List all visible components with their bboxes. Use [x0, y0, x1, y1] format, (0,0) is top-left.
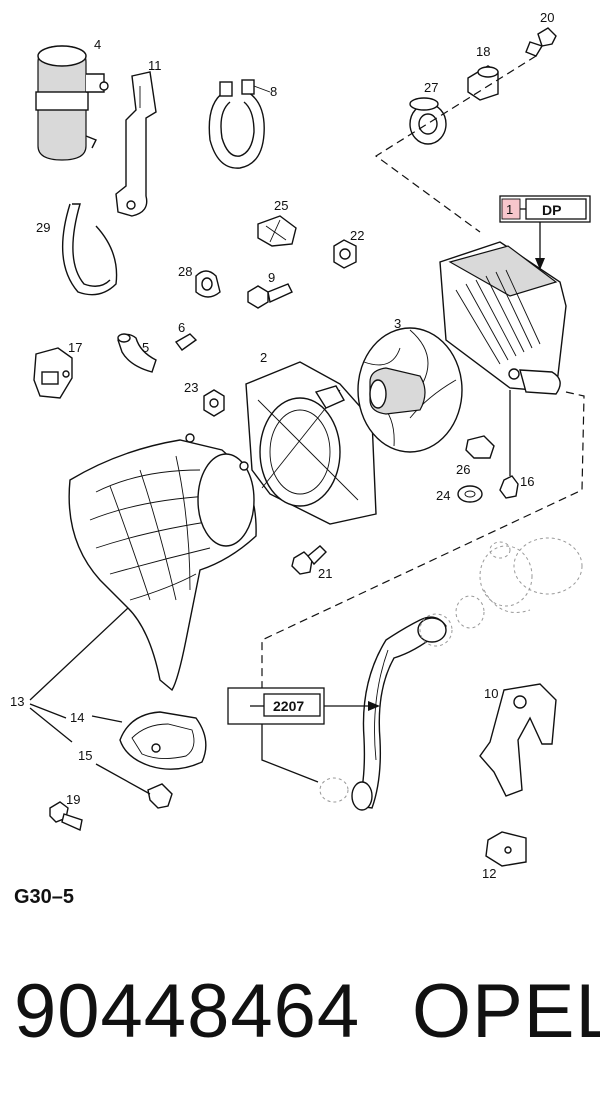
- part-24-grommet: [457, 485, 483, 503]
- part-15-clip: [147, 783, 173, 809]
- part-number: 90448464: [14, 969, 361, 1054]
- part-8-clamp: [208, 79, 271, 169]
- callout-26: 26: [456, 462, 470, 477]
- callout-22: 22: [350, 228, 364, 243]
- callout-14: 14: [70, 710, 84, 725]
- part-18-mount: [467, 65, 499, 101]
- part-20-bolt: [525, 27, 557, 57]
- diagram-code: G30–5: [14, 886, 75, 908]
- part-14-seal: [119, 711, 207, 770]
- part-5-elbow: [117, 333, 157, 373]
- part-17-mount: [33, 347, 73, 399]
- ref-box-hose: [227, 687, 325, 725]
- callout-3: 3: [394, 316, 401, 331]
- callout-27: 27: [424, 80, 438, 95]
- part-2-shroud: [245, 361, 377, 525]
- turbo-ghost: [455, 537, 583, 629]
- part-19-bolt: [49, 801, 83, 831]
- brand-name: OPEL: [412, 969, 600, 1054]
- callout-15: 15: [78, 748, 92, 763]
- callout-29: 29: [36, 220, 50, 235]
- callout-24: 24: [436, 488, 450, 503]
- callout-8: 8: [270, 84, 277, 99]
- part-4-drier: [35, 45, 109, 161]
- callout-1: 1: [506, 202, 513, 217]
- callout-28: 28: [178, 264, 192, 279]
- part-21-bolt: [291, 545, 327, 575]
- callout-16: 16: [520, 474, 534, 489]
- callout-20: 20: [540, 10, 554, 25]
- callout-4: 4: [94, 37, 101, 52]
- part-22-nut: [333, 239, 357, 269]
- ref-box-hose-label: 2207: [273, 698, 304, 714]
- part-28-grommet: [195, 270, 221, 298]
- callout-18: 18: [476, 44, 490, 59]
- ref-box-dp: [499, 195, 591, 223]
- part-16-fastener: [499, 390, 519, 499]
- part-23-nut: [203, 389, 225, 417]
- part-11-bracket: [115, 71, 157, 217]
- callout-21: 21: [318, 566, 332, 581]
- part-12-bracket: [485, 831, 527, 867]
- part-27-grommet: [409, 97, 447, 145]
- part-26-clip: [465, 435, 495, 459]
- callout-23: 23: [184, 380, 198, 395]
- callout-12: 12: [482, 866, 496, 880]
- part-6-pin: [174, 333, 198, 351]
- part-3-fan: [357, 327, 463, 453]
- callout-25: 25: [274, 198, 288, 213]
- callout-10: 10: [484, 686, 498, 701]
- part-29-strap: [61, 203, 118, 296]
- callout-2: 2: [260, 350, 267, 365]
- part-13-duct: [68, 433, 257, 692]
- ref-box-dp-label: DP: [542, 202, 561, 218]
- callout-11: 11: [148, 58, 162, 73]
- part-7-hose: [319, 613, 453, 811]
- callout-13: 13: [10, 694, 24, 709]
- part-9-bolt: [247, 283, 293, 309]
- part-25-clip: [257, 215, 297, 247]
- callout-9: 9: [268, 270, 275, 285]
- callout-5: 5: [142, 340, 149, 355]
- callout-17: 17: [68, 340, 82, 355]
- part-10-bracket: [479, 683, 557, 797]
- callout-19: 19: [66, 792, 80, 807]
- parts-diagram: 4 11 8 29 25 22 28 9: [10, 10, 591, 880]
- callout-6: 6: [178, 320, 185, 335]
- intercooler: [439, 241, 567, 395]
